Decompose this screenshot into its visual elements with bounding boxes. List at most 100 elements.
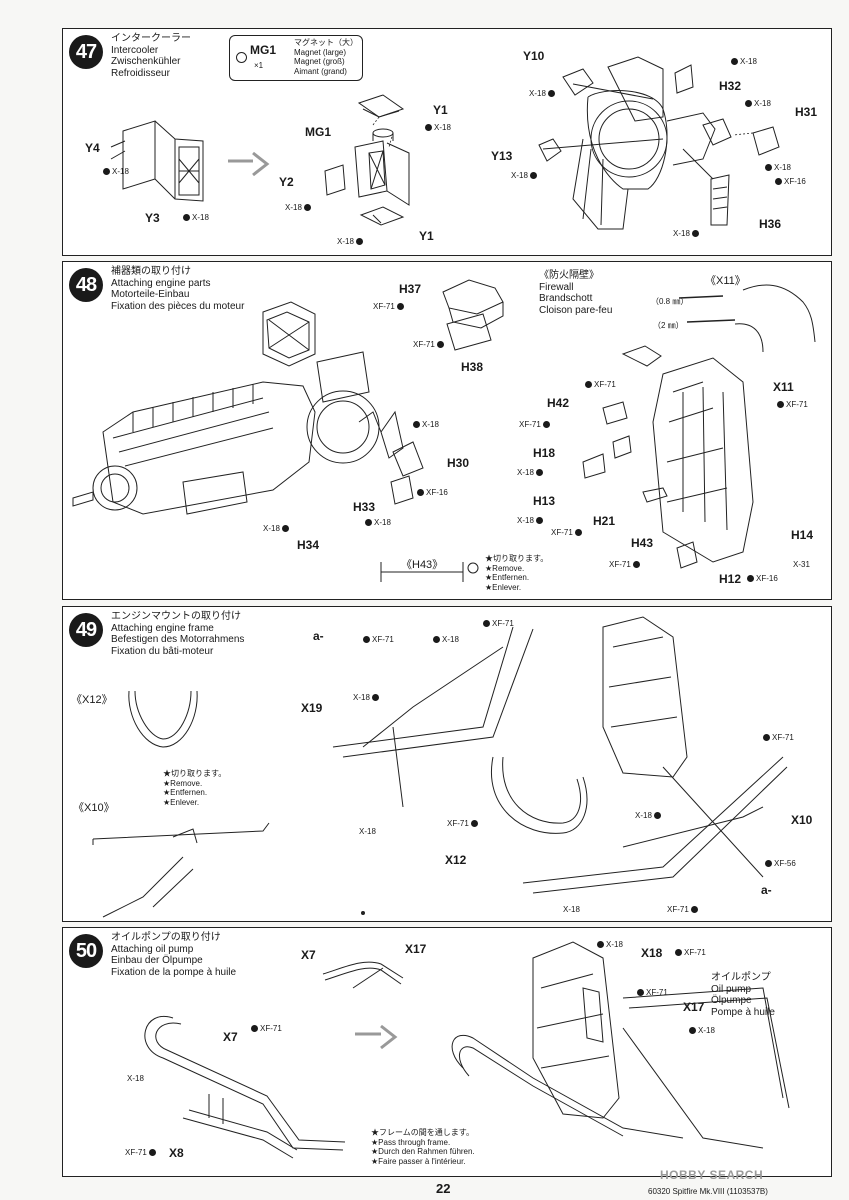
paint-x18: X-18 <box>263 524 289 533</box>
label-h18: H18 <box>533 446 556 460</box>
paint-xf71: XF-71 <box>125 1148 156 1157</box>
step-50-panel: 50 オイルポンプの取り付け Attaching oil pump Einbau… <box>62 927 832 1177</box>
paint-x31: X-31 <box>793 560 810 569</box>
paint-x18: X-18 <box>517 468 543 477</box>
label-h32: H32 <box>719 79 742 93</box>
paint-x18: X-18 <box>511 171 537 180</box>
label-h43: H43 <box>631 536 654 550</box>
label-x18: X18 <box>641 946 663 960</box>
paint-x18: X-18 <box>529 89 555 98</box>
label-h14: H14 <box>791 528 814 542</box>
label-y1-top: Y1 <box>433 103 448 117</box>
step-48-panel: 48 補器類の取り付け Attaching engine parts Motor… <box>62 261 832 600</box>
label-x17: X17 <box>683 1000 705 1014</box>
paint-xf71: XF-71 <box>675 948 706 957</box>
remove-note: ★切り取ります。 ★Remove. ★Entfernen. ★Enlever. <box>163 769 227 807</box>
paint-x18: X-18 <box>517 516 543 525</box>
size-label-0-8mm: （0.8 ㎜） <box>651 297 689 306</box>
label-x19: X19 <box>301 701 323 715</box>
watermark-logo: HOBBY SEARCH <box>660 1168 764 1182</box>
paint-x18: X-18 <box>765 163 791 172</box>
product-code: 60320 Spitfire Mk.VIII (1103537B) <box>648 1187 768 1196</box>
engine-parts-drawing <box>72 279 816 582</box>
firewall-title: 《防火隔壁》 Firewall Brandschott Cloison pare… <box>539 270 613 316</box>
paint-x18: X-18 <box>127 1074 144 1083</box>
paint-xf71: XF-71 <box>777 400 808 409</box>
intercooler-drawing <box>110 56 780 230</box>
label-h38: H38 <box>461 360 484 374</box>
step-number-badge: 49 <box>69 613 103 647</box>
paint-x18: X-18 <box>433 635 459 644</box>
paint-x18: X-18 <box>635 811 661 820</box>
paint-xf16: XF-16 <box>747 574 778 583</box>
paint-x18: X-18 <box>337 237 363 246</box>
paint-xf16: XF-16 <box>417 488 448 497</box>
label-y4: Y4 <box>85 141 100 155</box>
pass-through-note: ★フレームの間を通します。 ★Pass through frame. ★Durc… <box>371 1128 475 1166</box>
step-47-panel: 47 インタークーラー Intercooler Zwischenkühler R… <box>62 28 832 256</box>
label-y10: Y10 <box>523 49 545 63</box>
paint-x18: X-18 <box>689 1026 715 1035</box>
paint-xf71: XF-71 <box>251 1024 282 1033</box>
paint-x18: X-18 <box>285 203 311 212</box>
x12-inset-title: 《X12》 <box>71 694 113 706</box>
paint-x18: X-18 <box>183 213 209 222</box>
paint-x18: X-18 <box>673 229 699 238</box>
paint-x18: X-18 <box>745 99 771 108</box>
paint-xf71: XF-71 <box>585 380 616 389</box>
label-a-top: a- <box>313 629 324 643</box>
oil-pump-drawing <box>144 941 790 1159</box>
label-h30: H30 <box>447 456 470 470</box>
paint-xf71: XF-71 <box>609 560 640 569</box>
label-y13: Y13 <box>491 149 513 163</box>
step-49-panel: 49 エンジンマウントの取り付け Attaching engine frame … <box>62 606 832 922</box>
engine-frame-drawing <box>92 616 788 918</box>
step-number-badge: 47 <box>69 35 103 69</box>
paint-xf71: XF-71 <box>447 819 478 828</box>
paint-xf16: XF-16 <box>775 177 806 186</box>
paint-x18: X-18 <box>597 940 623 949</box>
remove-note: ★切り取ります。 ★Remove. ★Entfernen. ★Enlever. <box>485 554 549 592</box>
label-x8: X8 <box>169 1146 184 1160</box>
paint-x18: X-18 <box>359 827 376 836</box>
paint-x18: X-18 <box>103 167 129 176</box>
paint-x18: X-18 <box>731 57 757 66</box>
size-label-2mm: （2 ㎜） <box>653 321 684 330</box>
label-h31: H31 <box>795 105 818 119</box>
label-h33: H33 <box>353 500 376 514</box>
x11-inset-title: 《X11》 <box>705 275 746 287</box>
label-x12: X12 <box>445 853 467 867</box>
paint-x18: X-18 <box>365 518 391 527</box>
paint-x18: X-18 <box>353 693 379 702</box>
step-title: 補器類の取り付け Attaching engine parts Motortei… <box>111 266 245 312</box>
label-mg1: MG1 <box>305 125 332 139</box>
label-h21: H21 <box>593 514 616 528</box>
label-y2: Y2 <box>279 175 294 189</box>
step-number-badge: 48 <box>69 268 103 302</box>
paint-xf71: XF-71 <box>667 905 698 914</box>
paint-x18: X-18 <box>413 420 439 429</box>
paint-xf71: XF-71 <box>637 988 668 997</box>
step-number-badge: 50 <box>69 934 103 968</box>
label-h36: H36 <box>759 217 782 231</box>
x10-inset-title: 《X10》 <box>73 802 115 814</box>
label-x17-inset: X17 <box>405 942 427 956</box>
paint-x18: X-18 <box>563 905 580 914</box>
paint-xf71: XF-71 <box>373 302 404 311</box>
step-title: インタークーラー Intercooler Zwischenkühler Refr… <box>111 33 191 79</box>
paint-xf71: XF-71 <box>483 619 514 628</box>
label-y3: Y3 <box>145 211 160 225</box>
step-title: エンジンマウントの取り付け Attaching engine frame Bef… <box>111 611 245 657</box>
label-h13: H13 <box>533 494 556 508</box>
label-h42: H42 <box>547 396 570 410</box>
paint-xf56: XF-56 <box>765 859 796 868</box>
label-x7-inset: X7 <box>301 948 316 962</box>
paint-xf71: XF-71 <box>519 420 550 429</box>
paint-xf71: XF-71 <box>763 733 794 742</box>
magnet-callout: MG1 ×1 マグネット（大） Magnet (large) Magnet (g… <box>229 35 363 81</box>
label-y1-bottom: Y1 <box>419 229 434 243</box>
paint-xf71: XF-71 <box>413 340 444 349</box>
step-title: オイルポンプの取り付け Attaching oil pump Einbau de… <box>111 932 237 978</box>
label-x7: X7 <box>223 1030 238 1044</box>
paint-xf71: XF-71 <box>551 528 582 537</box>
